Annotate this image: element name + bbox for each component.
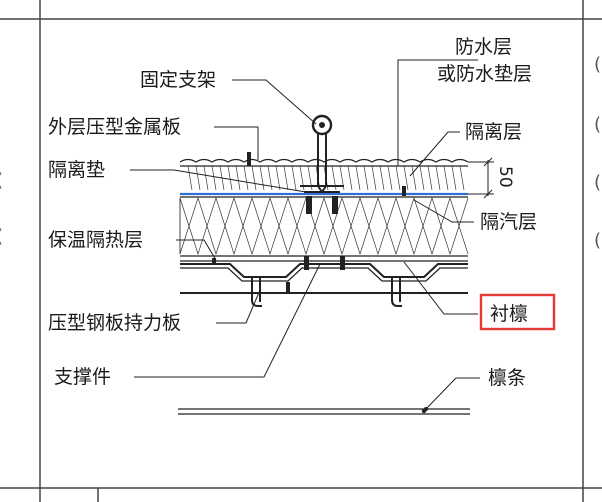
sheet-rib [411, 165, 417, 191]
sheet-rib [259, 165, 265, 191]
sheet-rib [363, 165, 369, 191]
sheet-rib [251, 165, 257, 191]
right-edge-fragment-1: ( [594, 54, 601, 75]
sheet-rib [459, 165, 465, 191]
sheet-rib [395, 165, 401, 191]
insulation-zigzag-cross [179, 196, 469, 256]
leader-lines [130, 59, 480, 411]
sheet-rib [451, 165, 457, 191]
label-isolation-layer: 隔离层 [465, 121, 522, 143]
sheet-rib [403, 165, 409, 191]
left-edge-fragment-1: ( [0, 170, 3, 191]
fixed-bracket [300, 114, 344, 214]
sheet-rib [235, 165, 241, 191]
sheet-rib [283, 165, 289, 191]
label-sub-purlin: 衬檩 [490, 303, 528, 325]
label-fixed-bracket: 固定支架 [140, 69, 216, 91]
fastener-screws [212, 152, 406, 294]
label-vapor-barrier: 隔汽层 [480, 211, 537, 233]
edge-fragments: ( ( ( ( ( ( [0, 54, 601, 251]
right-edge-fragment-2: ( [594, 114, 601, 135]
sub-purlin-highlight-box [479, 293, 556, 331]
label-profiled-steel-deck: 压型钢板持力板 [48, 312, 181, 334]
sheet-rib [435, 165, 441, 191]
label-isolation-pad: 隔离垫 [48, 159, 105, 181]
sheet-rib [211, 165, 217, 191]
labels: 固定支架 防水层 或防水垫层 外层压型金属板 隔离层 隔离垫 隔汽层 保温隔热层… [48, 36, 537, 389]
label-purlin: 檩条 [488, 367, 526, 389]
sheet-rib [195, 165, 201, 191]
dimension-value: 50 [495, 166, 515, 188]
sheet-rib [187, 165, 193, 191]
dimension-50: 50 [468, 157, 515, 199]
right-edge-fragment-3: ( [594, 172, 601, 193]
left-edge-fragment-2: ( [0, 226, 3, 247]
sheet-rib [419, 165, 425, 191]
label-support-member: 支撑件 [54, 366, 111, 388]
sheet-rib [243, 165, 249, 191]
sheet-rib [227, 165, 233, 191]
sheet-rib [427, 165, 433, 191]
sheet-rib [371, 165, 377, 191]
sheet-rib [203, 165, 209, 191]
label-waterproof-layer: 防水层 [455, 36, 512, 58]
right-edge-fragment-4: ( [594, 230, 601, 251]
sheet-rib [291, 165, 297, 191]
sheet-rib [275, 165, 281, 191]
sheet-rib [443, 165, 449, 191]
outer-metal-sheet [179, 158, 469, 167]
sheet-rib [355, 165, 361, 191]
profiled-steel-deck [180, 263, 468, 282]
sheet-rib [379, 165, 385, 191]
sheet-rib [387, 165, 393, 191]
label-waterproof-underlayment: 或防水垫层 [437, 63, 532, 85]
label-insulation-layer: 保温隔热层 [48, 229, 143, 251]
sheet-rib [347, 165, 353, 191]
label-outer-metal-sheet: 外层压型金属板 [48, 116, 181, 138]
insulation-hatch [179, 196, 469, 256]
